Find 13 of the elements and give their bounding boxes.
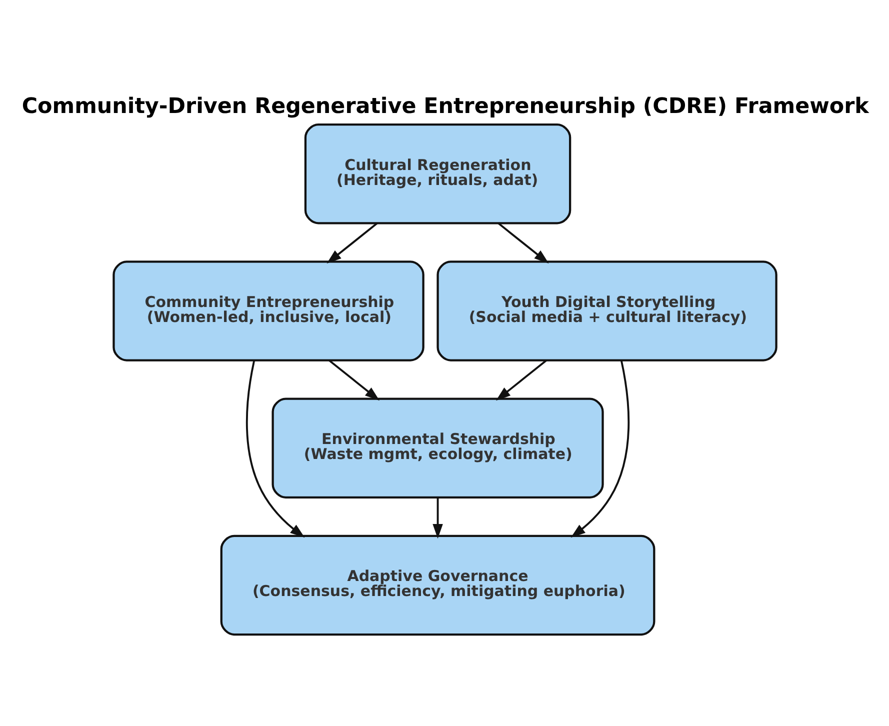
- node-box: Youth Digital Storytelling (Social media + cultural literacy): [436, 260, 777, 361]
- node-box: Environmental Stewardship (Waste mgmt, ecology, climate): [271, 397, 604, 498]
- arrow: [246, 360, 304, 538]
- node-box: Community Entrepreneurship (Women-led, inclusive, local): [112, 260, 424, 361]
- arrow: [326, 222, 378, 264]
- arrow: [570, 360, 630, 538]
- node-box: Adaptive Governance (Consensus, efficiency, mitigating euphoria): [220, 534, 655, 636]
- node-box: Cultural Regeneration (Heritage, rituals, adat): [304, 123, 571, 224]
- arrow: [328, 359, 380, 400]
- arrow: [497, 222, 548, 264]
- diagram-title: Community-Driven Regenerative Entrepreneurship (CDRE) Framework: [21, 93, 868, 118]
- arrow: [432, 497, 442, 538]
- arrow: [495, 359, 546, 400]
